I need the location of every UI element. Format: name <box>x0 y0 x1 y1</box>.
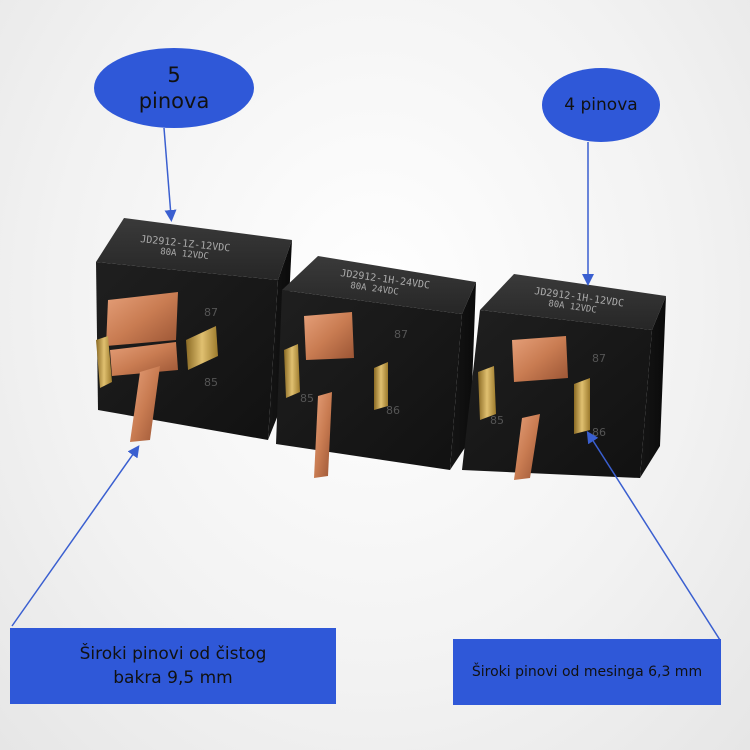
brass-pin <box>284 344 300 398</box>
relay-3-pin-85: 85 <box>490 414 504 427</box>
label-copper-line2: bakra 9,5 mm <box>113 668 233 688</box>
copper-pin <box>304 312 354 360</box>
relay-2-pin-86: 86 <box>386 404 400 417</box>
relay-3-pin-86: 86 <box>592 426 606 439</box>
callout-five-pins: 5 pinova <box>94 48 254 128</box>
relay-five-pin: JD2912-1Z-12VDC 80A 12VDC 87 85 <box>96 218 292 442</box>
arrow-five-pin <box>163 127 177 222</box>
copper-pin <box>106 292 178 346</box>
copper-pin <box>512 336 568 382</box>
brass-pin <box>186 326 218 370</box>
arrow-copper-pins <box>11 445 140 627</box>
relay-1-pin-85: 85 <box>204 376 218 389</box>
callout-four-pins-text: 4 pinova <box>564 95 638 115</box>
copper-pin <box>314 392 332 478</box>
label-copper-pins: Široki pinovi od čistog bakra 9,5 mm <box>10 628 336 704</box>
relay-3-pin-87: 87 <box>592 352 606 365</box>
relay-four-pin: JD2912-1H-12VDC 80A 12VDC 87 86 85 <box>462 274 666 480</box>
callout-five-pins-number: 5 <box>167 63 181 87</box>
label-brass-pins: Široki pinovi od mesinga 6,3 mm <box>453 639 721 705</box>
brass-pin <box>478 366 496 420</box>
relay-2-pin-87: 87 <box>394 328 408 341</box>
relay-middle: JD2912-1H-24VDC 80A 24VDC 87 86 85 <box>276 256 476 478</box>
copper-pin <box>110 342 178 376</box>
copper-pin <box>514 414 540 480</box>
relay-2-pin-85: 85 <box>300 392 314 405</box>
callout-four-pins: 4 pinova <box>542 68 660 142</box>
brass-pin <box>96 336 112 388</box>
arrow-brass-pins <box>586 430 721 641</box>
brass-pin <box>374 362 388 410</box>
label-copper-line1: Široki pinovi od čistog <box>79 644 267 664</box>
label-brass-text: Široki pinovi od mesinga 6,3 mm <box>471 664 703 680</box>
relay-1-pin-87: 87 <box>204 306 218 319</box>
brass-pin <box>574 378 590 434</box>
copper-pin <box>130 366 160 442</box>
callout-five-pins-word: pinova <box>138 89 210 113</box>
